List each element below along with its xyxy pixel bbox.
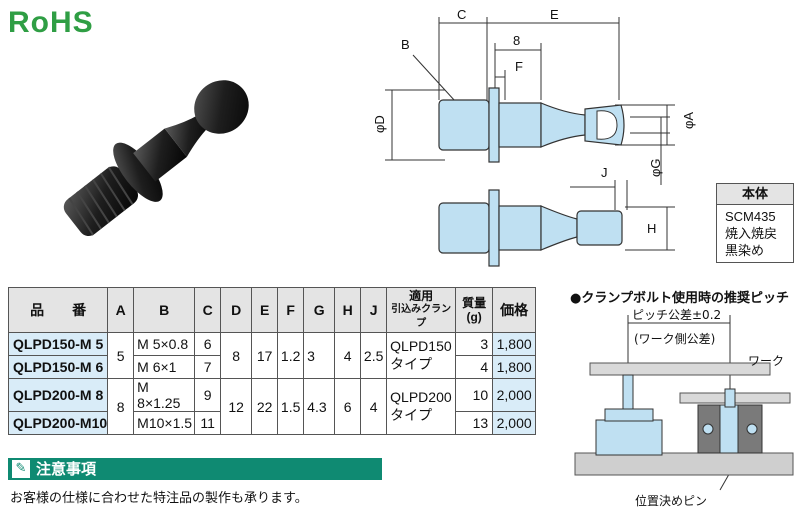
dim-f-label: F — [515, 59, 523, 74]
header-d: D — [220, 287, 253, 333]
dim-e-label: E — [550, 7, 559, 22]
table-row: QLPD150-M 6 M 6×1 7 4 1,800 — [7, 355, 537, 379]
header-e: E — [251, 287, 279, 333]
header-h: H — [334, 287, 362, 333]
clamp-section-title: ●クランプボルト使用時の推奨ピッチ — [570, 291, 789, 306]
header-a: A — [107, 287, 135, 333]
table-row: QLPD200-M 8 8 M 8×1.25 9 12 22 1.5 4.3 6… — [7, 378, 537, 435]
material-line: 焼入焼戻 — [725, 226, 778, 241]
cell-clamp: QLPD200 タイプ — [386, 378, 457, 435]
cell-c: 11 — [194, 411, 222, 435]
cell-mass: 4 — [455, 355, 494, 379]
cell-price: 2,000 — [492, 378, 537, 412]
cell-b: M 6×1 — [133, 355, 196, 379]
cell-b: M10×1.5 — [133, 411, 196, 435]
work-label: ワーク — [748, 354, 784, 368]
header-j: J — [360, 287, 388, 333]
cell-e: 17 — [251, 332, 279, 379]
clamp-diagram: ピッチ公差±0.2 (ワーク側公差) ワーク 位置決めピン — [574, 308, 794, 508]
dimension-drawing: C E B 8 F φD φA φG J H — [372, 7, 696, 267]
model-cell: QLPD150-M 6 — [7, 355, 109, 379]
cell-c: 9 — [194, 378, 222, 412]
header-c: C — [194, 287, 222, 333]
note-header: ✎ 注意事項 — [8, 458, 382, 480]
cell-c: 7 — [194, 355, 222, 379]
note-text: お客様の仕様に合わせた特注品の製作も承ります。 — [10, 491, 308, 506]
cell-mass: 13 — [455, 411, 494, 435]
cell-price: 2,000 — [492, 411, 537, 435]
cell-mass: 3 — [455, 332, 494, 356]
pin-label: 位置決めピン — [635, 493, 707, 508]
dim-phig-label: φG — [648, 158, 663, 177]
cell-d: 12 — [220, 378, 253, 435]
cell-mass: 10 — [455, 378, 494, 412]
table-row: QLPD200-M10 M10×1.5 11 13 2,000 — [7, 411, 537, 435]
dim-8-label: 8 — [513, 33, 520, 48]
rohs-logo: RoHS — [8, 6, 94, 39]
cell-j: 4 — [360, 378, 388, 435]
cell-a: 8 — [107, 378, 135, 435]
dim-j-label: J — [601, 165, 608, 180]
model-cell: QLPD200-M 8 — [7, 378, 109, 412]
material-box: 本体 SCM435 焼入焼戻 黒染め — [716, 183, 794, 263]
table-header-row: 品 番 A B C D E F G H J 適用 引込みクランプ 質量 (g) … — [7, 287, 537, 333]
cell-g: 3 — [303, 332, 336, 379]
header-price: 価格 — [492, 287, 537, 333]
model-cell: QLPD150-M 5 — [7, 332, 109, 356]
pitch-sub-label: (ワーク側公差) — [634, 332, 715, 346]
pencil-icon: ✎ — [12, 460, 30, 478]
spec-table: 品 番 A B C D E F G H J 適用 引込みクランプ 質量 (g) … — [7, 287, 537, 435]
header-model: 品 番 — [7, 287, 109, 333]
cell-b: M 5×0.8 — [133, 332, 196, 356]
cell-d: 8 — [220, 332, 253, 379]
dim-b-label: B — [401, 37, 410, 52]
header-b: B — [133, 287, 196, 333]
dim-phid-label: φD — [372, 115, 387, 133]
cell-f: 1.5 — [277, 378, 305, 435]
table-row: QLPD150-M 5 5 M 5×0.8 6 8 17 1.2 3 4 2.5… — [7, 332, 537, 379]
cell-j: 2.5 — [360, 332, 388, 379]
dim-c-label: C — [457, 7, 466, 22]
cell-h: 4 — [334, 332, 362, 379]
cell-b: M 8×1.25 — [133, 378, 196, 412]
cell-f: 1.2 — [277, 332, 305, 379]
cell-e: 22 — [251, 378, 279, 435]
header-clamp: 適用 引込みクランプ — [386, 287, 457, 333]
cell-clamp: QLPD150 タイプ — [386, 332, 457, 379]
material-header: 本体 — [717, 184, 793, 205]
header-g: G — [303, 287, 336, 333]
dim-phia-label: φA — [681, 112, 696, 129]
cell-c: 6 — [194, 332, 222, 356]
dim-h-label: H — [647, 221, 656, 236]
material-line: 黒染め — [725, 243, 765, 258]
header-mass: 質量 (g) — [455, 287, 494, 333]
cell-price: 1,800 — [492, 332, 537, 356]
model-cell: QLPD200-M10 — [7, 411, 109, 435]
cell-h: 6 — [334, 378, 362, 435]
cell-price: 1,800 — [492, 355, 537, 379]
cell-g: 4.3 — [303, 378, 336, 435]
header-f: F — [277, 287, 305, 333]
cell-a: 5 — [107, 332, 135, 379]
product-photo — [63, 80, 249, 237]
pitch-label: ピッチ公差±0.2 — [632, 308, 721, 322]
note-title: 注意事項 — [36, 460, 97, 478]
material-line: SCM435 — [725, 209, 776, 224]
